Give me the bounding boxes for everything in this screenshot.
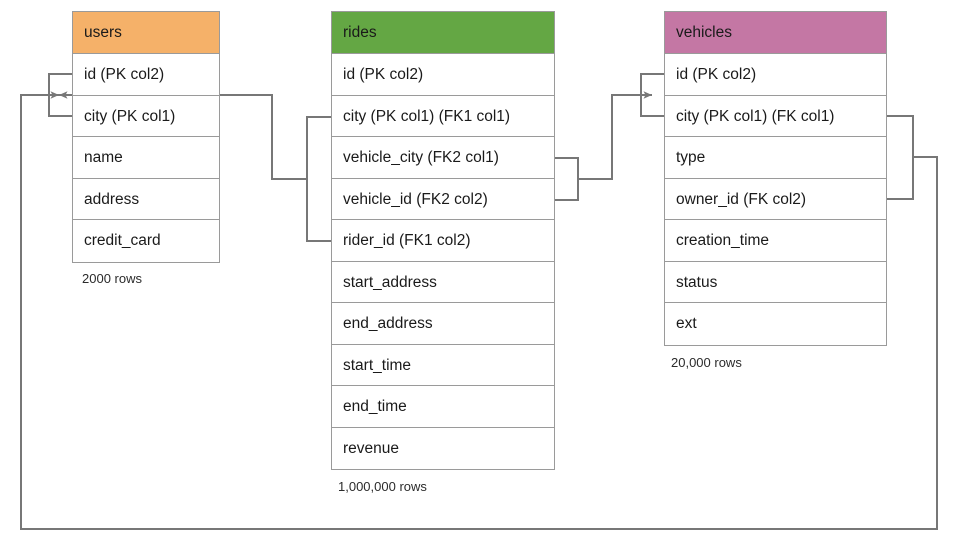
field-rides-end-address[interactable]: end_address [332,303,554,345]
field-rides-city[interactable]: city (PK col1) (FK1 col1) [332,95,554,137]
entity-vehicles-title: vehicles [665,12,886,54]
entity-rides-title: rides [332,12,554,54]
entity-vehicles[interactable]: vehicles id (PK col2) city (PK col1) (FK… [664,11,887,346]
users-key-bracket [48,73,72,117]
vehicles-fk-bracket [887,115,914,200]
field-rides-revenue[interactable]: revenue [332,427,554,469]
field-rides-end-time[interactable]: end_time [332,386,554,428]
field-vehicles-city[interactable]: city (PK col1) (FK col1) [665,95,886,137]
field-users-id[interactable]: id (PK col2) [73,54,219,96]
entity-users-title: users [73,12,219,54]
field-rides-vehicle-id[interactable]: vehicle_id (FK2 col2) [332,178,554,220]
rides-fk1-bracket [306,116,331,242]
field-users-name[interactable]: name [73,137,219,179]
field-users-credit-card[interactable]: credit_card [73,220,219,262]
row-count-users: 2000 rows [82,271,142,286]
field-rides-start-time[interactable]: start_time [332,344,554,386]
field-vehicles-status[interactable]: status [665,261,886,303]
field-vehicles-owner-id[interactable]: owner_id (FK col2) [665,178,886,220]
entity-rides[interactable]: rides id (PK col2) city (PK col1) (FK1 c… [331,11,555,470]
field-rides-id[interactable]: id (PK col2) [332,54,554,96]
field-vehicles-id[interactable]: id (PK col2) [665,54,886,96]
field-vehicles-ext[interactable]: ext [665,303,886,345]
rides-fk2-bracket [555,157,579,201]
field-rides-vehicle-city[interactable]: vehicle_city (FK2 col1) [332,137,554,179]
field-rides-start-address[interactable]: start_address [332,261,554,303]
field-vehicles-creation-time[interactable]: creation_time [665,220,886,262]
row-count-vehicles: 20,000 rows [671,355,742,370]
entity-users[interactable]: users id (PK col2) city (PK col1) name a… [72,11,220,263]
vehicles-key-bracket [640,73,664,117]
field-vehicles-type[interactable]: type [665,137,886,179]
field-users-city[interactable]: city (PK col1) [73,95,219,137]
field-users-address[interactable]: address [73,178,219,220]
row-count-rides: 1,000,000 rows [338,479,427,494]
relationship-rides-to-vehicles [578,91,652,180]
field-rides-rider-id[interactable]: rider_id (FK1 col2) [332,220,554,262]
